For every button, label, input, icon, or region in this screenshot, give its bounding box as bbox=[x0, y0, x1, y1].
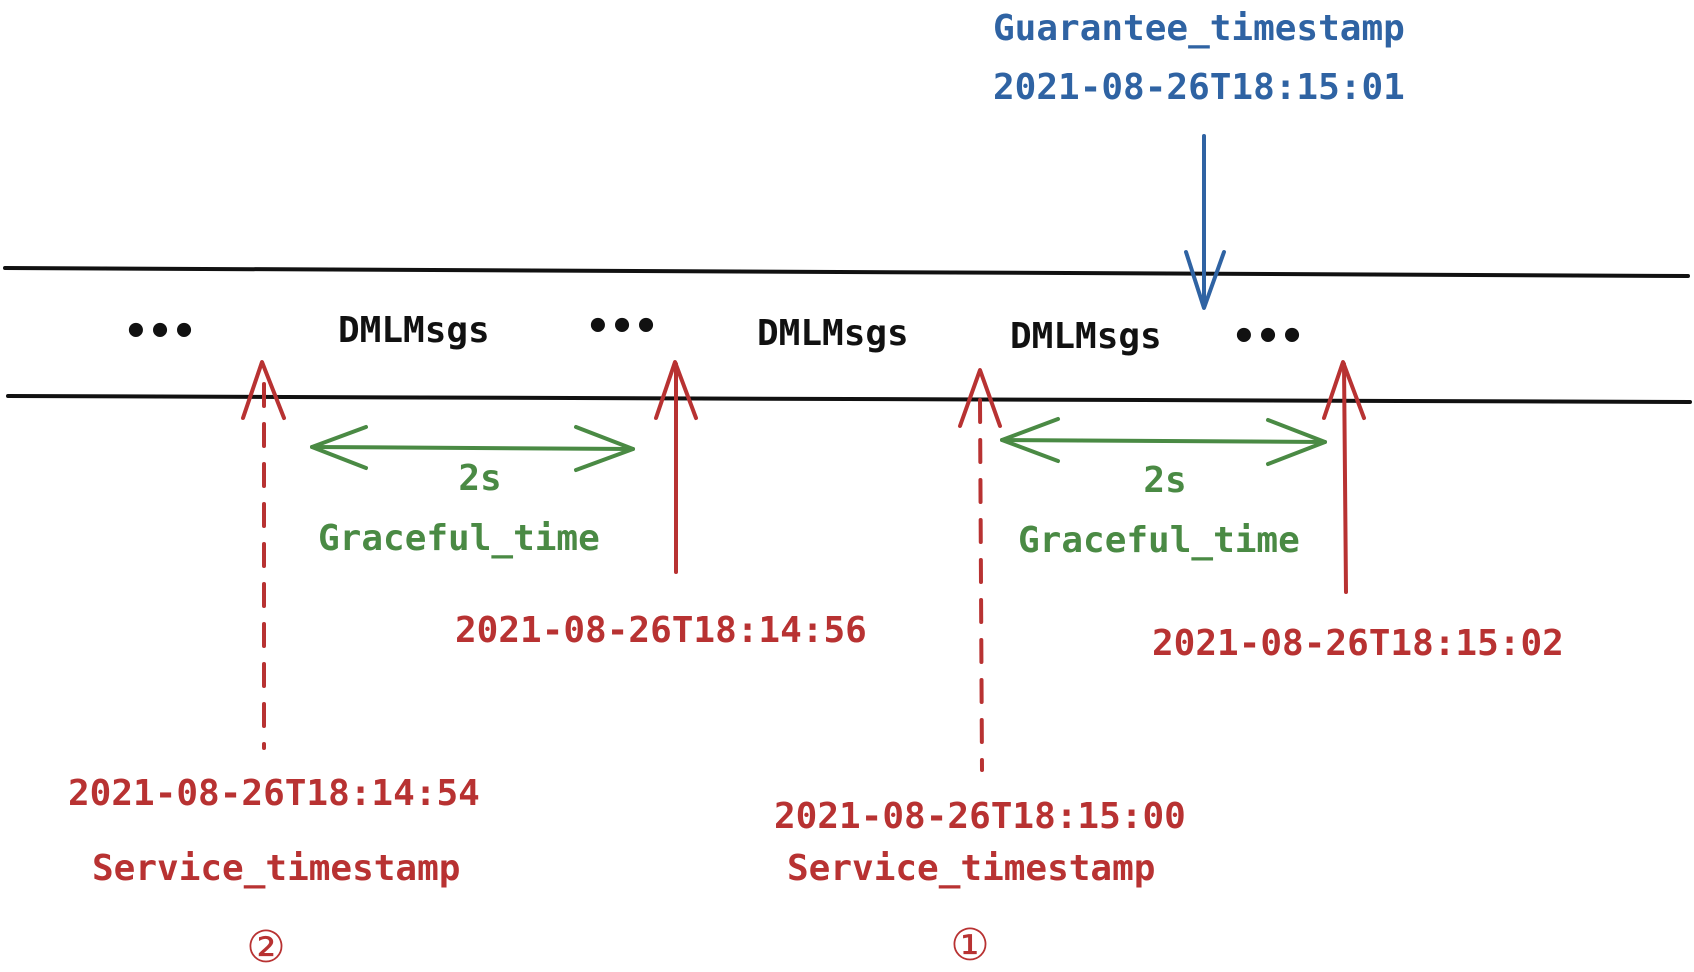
guarantee-timestamp-value: 2021-08-26T18:15:01 bbox=[993, 67, 1405, 108]
dmlmsgs-label-2: DMLMsgs bbox=[757, 313, 909, 354]
guarantee-down-arrow bbox=[1184, 134, 1226, 310]
timestamp-18-15-02: 2021-08-26T18:15:02 bbox=[1152, 623, 1564, 664]
graceful-duration-right: 2s bbox=[1143, 460, 1186, 501]
timestamp-18-15-00: 2021-08-26T18:15:00 bbox=[774, 796, 1186, 837]
timestamp-18-14-54: 2021-08-26T18:14:54 bbox=[68, 773, 480, 814]
guarantee-timestamp-title: Guarantee_timestamp bbox=[993, 8, 1405, 49]
ellipsis-right: ••• bbox=[1232, 314, 1304, 360]
graceful-time-label-left: Graceful_time bbox=[318, 518, 600, 559]
graceful-time-label-right: Graceful_time bbox=[1018, 520, 1300, 561]
track-top-line bbox=[3, 266, 1690, 278]
ellipsis-middle: ••• bbox=[586, 304, 658, 350]
timestamp-18-14-56: 2021-08-26T18:14:56 bbox=[455, 610, 867, 651]
graceful-duration-left: 2s bbox=[458, 458, 501, 499]
track-bottom-line bbox=[6, 394, 1692, 404]
timestamp-arrow-18-15-02 bbox=[1322, 360, 1366, 594]
service-timestamp-label-left: Service_timestamp bbox=[92, 848, 460, 889]
graceful-time-arrow-right bbox=[1000, 417, 1327, 466]
service-timestamp-arrow-left bbox=[241, 360, 286, 750]
marker-one: ① bbox=[950, 920, 989, 971]
timestamp-arrow-18-14-56 bbox=[654, 360, 698, 574]
service-timestamp-label-right: Service_timestamp bbox=[787, 848, 1155, 889]
dmlmsgs-label-1: DMLMsgs bbox=[338, 310, 490, 351]
ellipsis-left: ••• bbox=[124, 309, 196, 355]
graceful-time-arrow-left bbox=[310, 425, 635, 472]
dmlmsgs-label-3: DMLMsgs bbox=[1010, 316, 1162, 357]
service-timestamp-arrow-right bbox=[958, 368, 1002, 772]
marker-two: ② bbox=[246, 922, 285, 972]
